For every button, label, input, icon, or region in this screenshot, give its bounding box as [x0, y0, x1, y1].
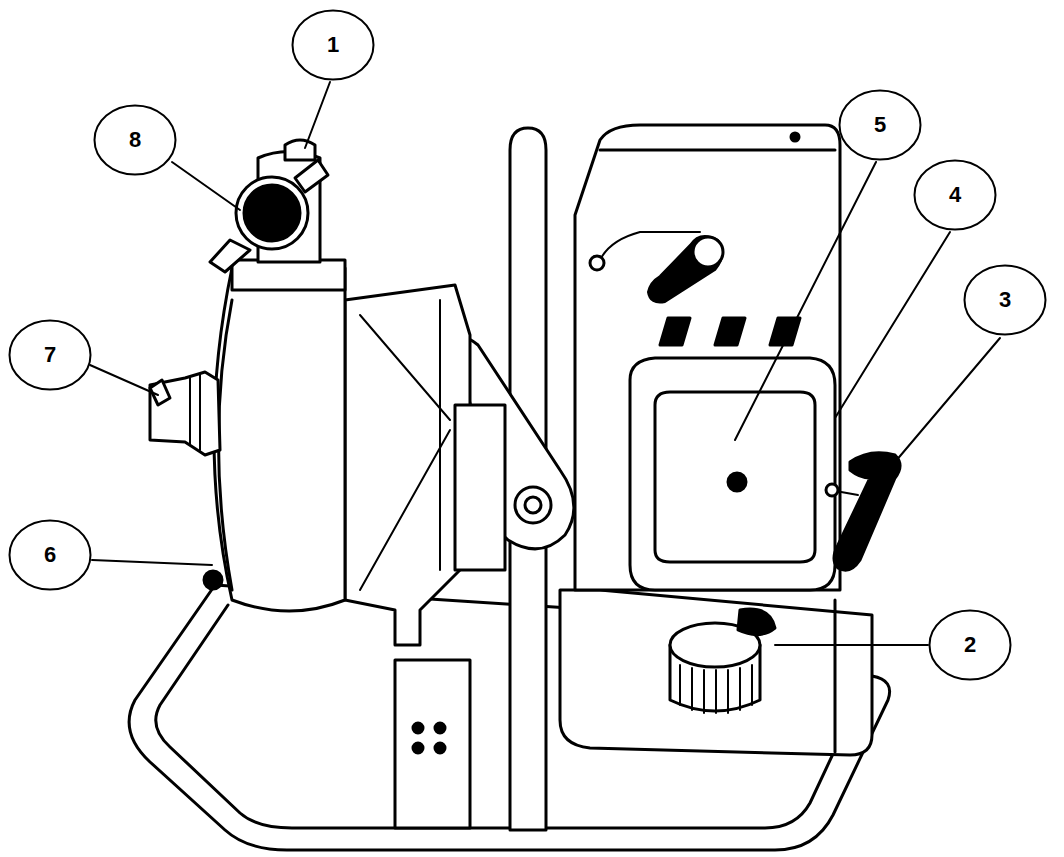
outlet-neck	[232, 260, 345, 290]
engine-block	[575, 125, 840, 590]
starter-handle	[834, 453, 900, 571]
callout-circle: 4	[913, 159, 997, 231]
inlet-ribs	[190, 374, 200, 450]
callout-number: 6	[44, 542, 56, 568]
leader-line	[735, 162, 876, 440]
callout-circle: 1	[291, 9, 375, 81]
drain-plug	[204, 571, 222, 589]
cap-ridges	[680, 665, 752, 713]
priming-cap	[285, 140, 315, 160]
shaft-housing	[455, 405, 505, 570]
callout-circle: 8	[93, 104, 177, 176]
leader-line	[895, 338, 1000, 462]
callout-number: 8	[129, 127, 141, 153]
cooling-fin	[660, 318, 690, 345]
callout-ellipse	[930, 611, 1011, 680]
base-plate	[395, 660, 470, 828]
engine-screw	[791, 133, 799, 141]
callout-number: 3	[999, 287, 1011, 313]
callout-number: 4	[949, 182, 961, 208]
bolt-hole	[435, 723, 445, 733]
bolt-hole	[413, 743, 423, 753]
fuel-tank	[560, 590, 872, 755]
leader-line	[775, 644, 928, 646]
spark-ring	[590, 256, 604, 270]
spark-plug	[693, 237, 723, 267]
outlet-coupling	[236, 177, 308, 249]
leader-line	[172, 162, 240, 210]
inlet-fitting	[150, 372, 220, 455]
callout-ellipse	[965, 266, 1046, 335]
coupling-lug	[295, 160, 328, 192]
callout-circle: 5	[838, 89, 922, 161]
callout-number: 1	[327, 32, 339, 58]
fuel-line	[738, 609, 775, 634]
recoil-housing	[630, 358, 835, 590]
callout-number: 2	[964, 632, 976, 658]
callout-circle: 2	[928, 609, 1012, 681]
cooling-fin	[715, 318, 745, 345]
filter-knob	[728, 473, 746, 491]
callout-circle: 7	[8, 319, 92, 391]
bracket-rib	[360, 300, 450, 590]
leader-line	[90, 365, 158, 395]
callout-ellipse	[10, 521, 91, 590]
callout-number: 5	[874, 112, 886, 138]
callout-circle: 6	[8, 519, 92, 591]
air-filter-cover	[655, 392, 815, 562]
callout-ellipse	[915, 161, 996, 230]
outlet-opening	[244, 185, 300, 241]
spark-plug-cap	[648, 236, 722, 303]
callout-circle: 3	[963, 264, 1047, 336]
engine-top	[600, 149, 835, 152]
leader-line	[835, 232, 950, 418]
bolt-hole	[413, 723, 423, 733]
lever-pivot	[515, 487, 551, 523]
callout-ellipse	[293, 11, 374, 80]
pump-volute	[214, 268, 345, 611]
pump-bracket	[345, 285, 470, 645]
callout-ellipse	[840, 91, 921, 160]
coupling-lug	[210, 240, 250, 272]
starter-eye	[826, 484, 838, 496]
lever-pivot-center	[525, 497, 541, 513]
callout-ellipse	[10, 321, 91, 390]
callout-ellipse	[95, 106, 176, 175]
tank-edge	[834, 600, 837, 752]
leader-line	[305, 82, 330, 148]
leader-line	[92, 560, 212, 565]
bolt-hole	[435, 743, 445, 753]
callout-number: 7	[44, 342, 56, 368]
